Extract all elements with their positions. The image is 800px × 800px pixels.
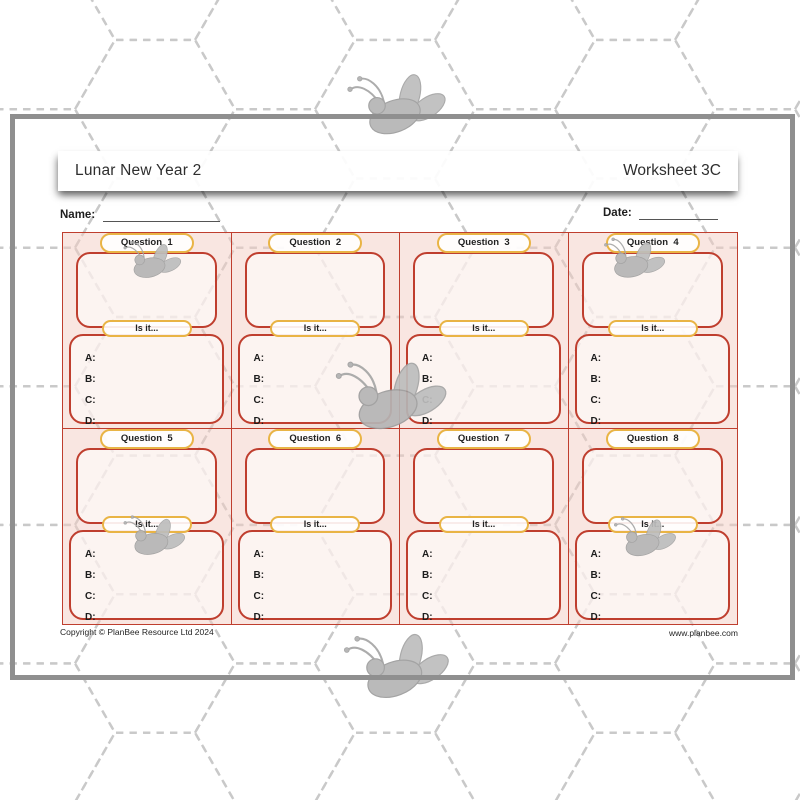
question-title-pill: Question 1 (99, 233, 194, 253)
answer-option-label: A: (253, 353, 265, 364)
is-it-pill: Is it... (438, 515, 529, 533)
question-title-label: Question 2 (289, 237, 342, 248)
answers-box: A:B:C:D: (406, 334, 561, 427)
name-write-line (103, 209, 220, 222)
date-write-line (639, 207, 718, 220)
answer-option-label: D: (590, 416, 602, 427)
answer-option-label: A: (85, 353, 96, 364)
question-title-pill: Question 7 (436, 428, 531, 449)
question-space-box (581, 252, 723, 328)
is-it-pill: Is it... (270, 320, 361, 337)
question-title-label: Question 1 (120, 237, 173, 248)
answers-box: A: B: C: D: (406, 529, 561, 623)
answer-option-label: C: (590, 590, 602, 602)
question-space-box (413, 447, 554, 524)
answer-option-label: B: (85, 569, 96, 581)
answer-option-label: C: (590, 395, 602, 406)
is-it-label: Is it... (641, 518, 665, 529)
footer-website: www.planbee.com (669, 628, 738, 638)
question-cell: Question 4 A: B: C: D: Is it... (568, 233, 737, 429)
question-title-pill: Question 5 (99, 428, 194, 449)
question-space-box (76, 252, 217, 328)
answer-option-label: A: (590, 548, 602, 560)
question-cell: Question 3 A:B:C:D: Is it... (400, 233, 569, 429)
is-it-pill: Is it... (101, 515, 192, 533)
answer-option-label: D: (85, 416, 96, 427)
answer-option-label: C: (85, 395, 96, 406)
answers-box: A: B: C: D: (574, 529, 730, 623)
answer-option-label: C: (253, 395, 265, 406)
answers-box: A: B: C: D: (237, 334, 392, 427)
question-title-label: Question 7 (457, 432, 510, 444)
answer-option-label: C: (253, 590, 265, 602)
answer-option-label: A: (85, 548, 96, 560)
answer-option-label: A: (422, 353, 433, 364)
answer-option-label: D: (590, 611, 602, 623)
footer-copyright: Copyright © PlanBee Resource Ltd 2024 (60, 627, 214, 637)
answer-option-label: A: (590, 353, 602, 364)
answer-option-label: C: (422, 590, 433, 602)
worksheet-title: Lunar New Year 2 (75, 162, 202, 179)
question-title-label: Question 5 (120, 432, 173, 444)
question-cell: Question 2 A: B: C: D: Is it... (231, 233, 400, 429)
is-it-label: Is it... (303, 518, 327, 529)
is-it-pill: Is it... (101, 320, 192, 337)
answer-option-label: D: (85, 611, 96, 623)
answer-option-label: C: (85, 590, 96, 602)
answer-option-label: D: (253, 611, 265, 623)
question-cell: Question 8 A: B: C: D: Is it... (568, 428, 737, 624)
worksheet-header-bar: Lunar New Year 2 Worksheet 3C (58, 151, 738, 191)
answers-box: A: B: C: D: (574, 334, 730, 427)
question-title-pill: Question 6 (268, 428, 363, 449)
answers-box: A: B: C: D: (237, 529, 392, 623)
answer-option-label: D: (253, 416, 265, 427)
questions-grid: Question 1 A: B: C: D: Is it... Question 2 … (62, 232, 738, 625)
is-it-label: Is it... (641, 323, 665, 333)
question-cell: Question 6 A: B: C: D: Is it... (231, 428, 400, 624)
question-cell: Question 7 A: B: C: D: Is it... (400, 428, 569, 624)
answer-option-label: B: (422, 374, 433, 385)
is-it-label: Is it... (472, 323, 496, 333)
is-it-label: Is it... (135, 323, 159, 333)
question-title-pill: Question 2 (268, 233, 363, 253)
answer-option-label: B: (590, 374, 602, 385)
answer-option-label: C: (422, 395, 433, 406)
answers-box: A: B: C: D: (69, 529, 224, 623)
question-space-box (76, 447, 217, 524)
is-it-label: Is it... (303, 323, 327, 333)
question-title-pill: Question 8 (605, 428, 700, 449)
is-it-label: Is it... (472, 518, 496, 529)
answer-option-label: B: (590, 569, 602, 581)
is-it-pill: Is it... (607, 320, 698, 337)
question-title-pill: Question 3 (436, 233, 531, 253)
date-field-label: Date: (603, 207, 632, 219)
is-it-label: Is it... (135, 518, 159, 529)
answer-option-label: A: (253, 548, 265, 560)
question-space-box (413, 252, 554, 328)
question-title-label: Question 3 (457, 237, 510, 248)
name-field-label: Name: (60, 209, 96, 221)
is-it-pill: Is it... (607, 515, 698, 533)
question-cell: Question 5 A: B: C: D: Is it... (63, 428, 232, 624)
answer-option-label: B: (85, 374, 96, 385)
question-space-box (581, 447, 723, 524)
answers-box: A: B: C: D: (69, 334, 224, 427)
question-cell: Question 1 A: B: C: D: Is it... (63, 233, 232, 429)
question-title-label: Question 4 (626, 237, 679, 248)
is-it-pill: Is it... (270, 515, 361, 533)
is-it-pill: Is it... (438, 320, 529, 337)
question-title-label: Question 8 (626, 432, 679, 444)
question-space-box (244, 252, 385, 328)
question-title-label: Question 6 (289, 432, 342, 444)
answer-option-label: D: (422, 611, 433, 623)
answer-option-label: B: (253, 569, 265, 581)
question-space-box (244, 447, 385, 524)
answer-option-label: B: (422, 569, 433, 581)
worksheet-number-label: Worksheet 3C (623, 162, 721, 179)
answer-option-label: B: (253, 374, 265, 385)
question-title-pill: Question 4 (605, 233, 700, 253)
answer-option-label: A: (422, 548, 433, 560)
